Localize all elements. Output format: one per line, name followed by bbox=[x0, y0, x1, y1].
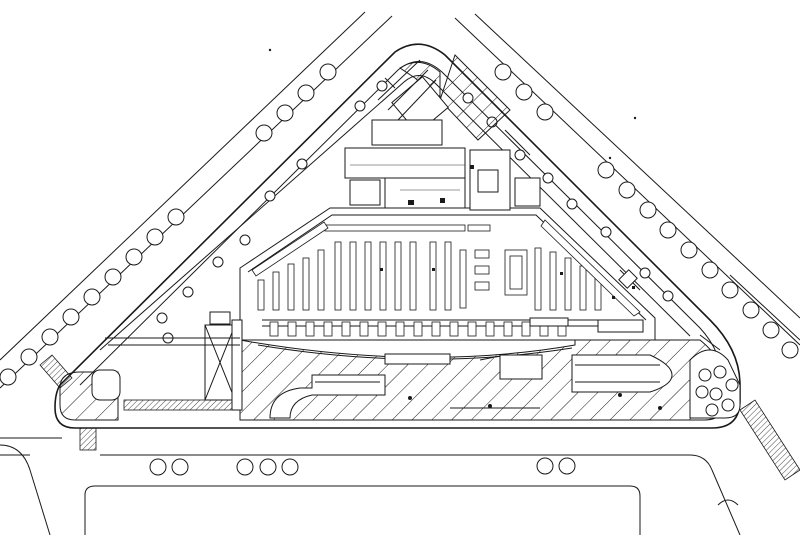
street-trees-south bbox=[149, 457, 576, 476]
misc-marks bbox=[268, 48, 739, 506]
checkout-lanes bbox=[262, 317, 644, 337]
street-trees-ne bbox=[494, 63, 799, 359]
east-plaza bbox=[689, 334, 741, 419]
apex-parking bbox=[377, 59, 641, 291]
west-annex bbox=[91, 311, 243, 411]
pedestrian-crossing bbox=[39, 354, 800, 481]
street-trees-nw bbox=[0, 63, 337, 386]
back-of-house bbox=[344, 76, 541, 211]
parking-islands bbox=[269, 353, 673, 419]
sales-floor-shelving bbox=[251, 219, 641, 317]
